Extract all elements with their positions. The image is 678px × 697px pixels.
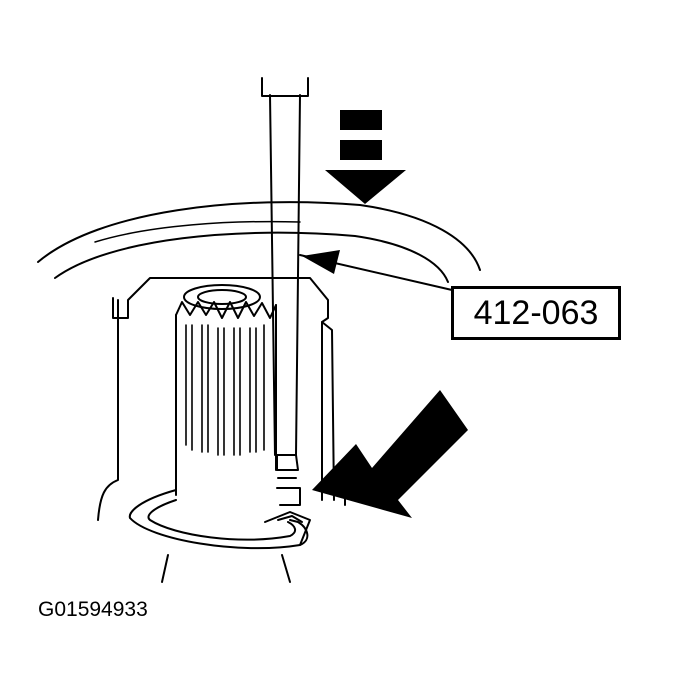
snap-ring-outer (128, 489, 309, 550)
spline-top-ring-inner (197, 289, 247, 305)
housing-outer-arc (37, 201, 481, 271)
spline-teeth-top (175, 301, 277, 319)
housing-left-wall (97, 299, 119, 521)
tool-rod-left (269, 94, 276, 456)
snap-ring-eye (264, 511, 311, 546)
shaft-left-line (161, 554, 169, 583)
tool-rod-tip-detail (276, 477, 301, 506)
spline-grooves (185, 324, 265, 456)
spline-top-ring-outer (183, 284, 261, 310)
housing-right-wall (321, 321, 335, 501)
housing-left-lip (112, 277, 329, 501)
housing-inner-arc (54, 231, 449, 283)
callout-leader-arrowhead (302, 250, 340, 274)
tool-rod-tip (276, 454, 299, 471)
tool-rod-right (295, 94, 301, 456)
pointer-arrow (312, 390, 468, 518)
snap-ring-eye-inner (277, 515, 303, 523)
tool-number-label: 412-063 (451, 286, 621, 340)
snap-ring-inner (147, 499, 296, 541)
tool-rod-top (261, 77, 309, 97)
press-direction-arrow (325, 110, 406, 204)
shaft-right-line (281, 554, 291, 583)
housing-rim-band (94, 220, 301, 243)
figure-id-label: G01594933 (38, 598, 148, 621)
